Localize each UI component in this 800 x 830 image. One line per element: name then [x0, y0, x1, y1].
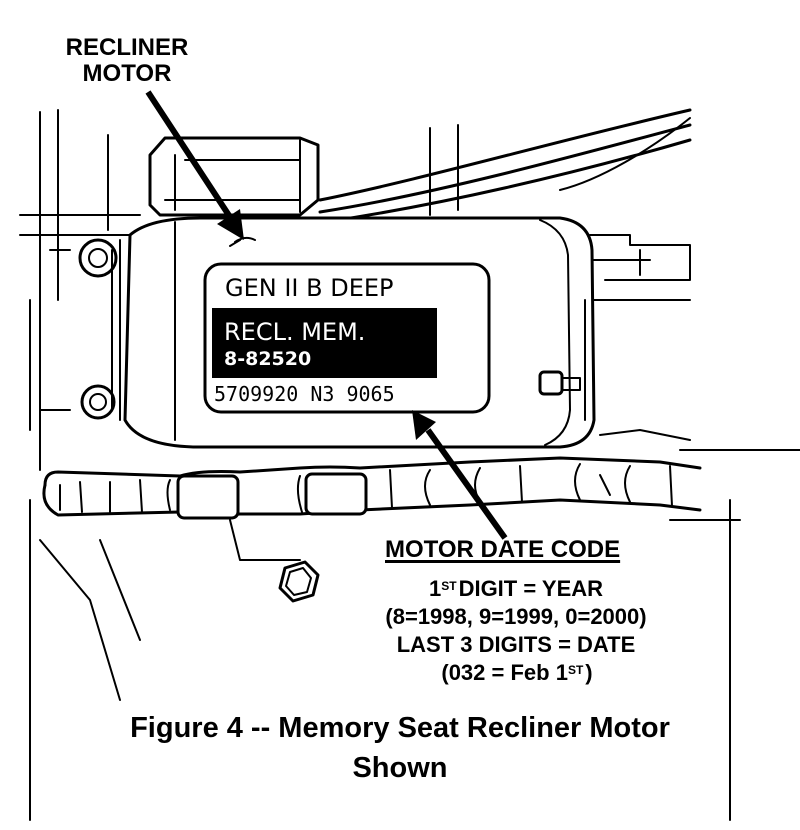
mount-bolt-upper	[78, 238, 118, 278]
mount-bolt-lower	[80, 384, 116, 420]
harness-clip-1	[176, 474, 240, 520]
date-code-year-examples: (8=1998, 9=1999, 0=2000)	[385, 604, 647, 629]
caption-line2: Shown	[352, 752, 448, 784]
first-digit-rest: DIGIT = YEAR	[458, 576, 604, 601]
recliner-callout-line1: RECLINER	[65, 34, 189, 61]
figure-caption: Figure 4 -- Memory Seat Recliner Motor S…	[0, 708, 800, 788]
label-black-band	[212, 308, 437, 378]
recliner-motor-callout: RECLINER MOTOR	[52, 36, 202, 86]
date-code-last-digits: LAST 3 DIGITS = DATE	[396, 632, 636, 657]
date-code-title: MOTOR DATE CODE	[385, 536, 621, 563]
label-line-code: 5709920 N3 9065	[214, 382, 395, 406]
example-sup: ST	[567, 663, 584, 677]
label-line-gen: GEN II B DEEP	[225, 274, 394, 302]
recliner-callout-line2: MOTOR	[82, 60, 172, 87]
label-line-part: 8-82520	[224, 348, 312, 370]
caption-line1: Figure 4 -- Memory Seat Recliner Motor	[130, 712, 670, 744]
first-digit-sup: ST	[441, 579, 457, 593]
date-code-first-digit: 1STDIGIT = YEAR	[385, 578, 647, 600]
datecode-arrow-head	[412, 410, 436, 440]
datecode-arrow-shaft	[425, 428, 508, 540]
recliner-arrow-head	[217, 209, 244, 240]
wire-1	[318, 108, 692, 202]
hex-nut	[278, 560, 320, 603]
example-post: )	[585, 660, 593, 685]
harness-clip-2	[304, 472, 368, 516]
recliner-arrow-shaft	[145, 90, 235, 222]
label-line-recl: RECL. MEM.	[224, 318, 366, 346]
harness-top	[43, 456, 702, 487]
first-digit-num: 1	[428, 576, 442, 601]
date-code-example: (032 = Feb 1ST)	[412, 662, 622, 684]
motor-tab	[538, 370, 564, 396]
example-pre: (032 = Feb 1	[441, 660, 568, 685]
frame-bracket-right	[589, 234, 691, 281]
